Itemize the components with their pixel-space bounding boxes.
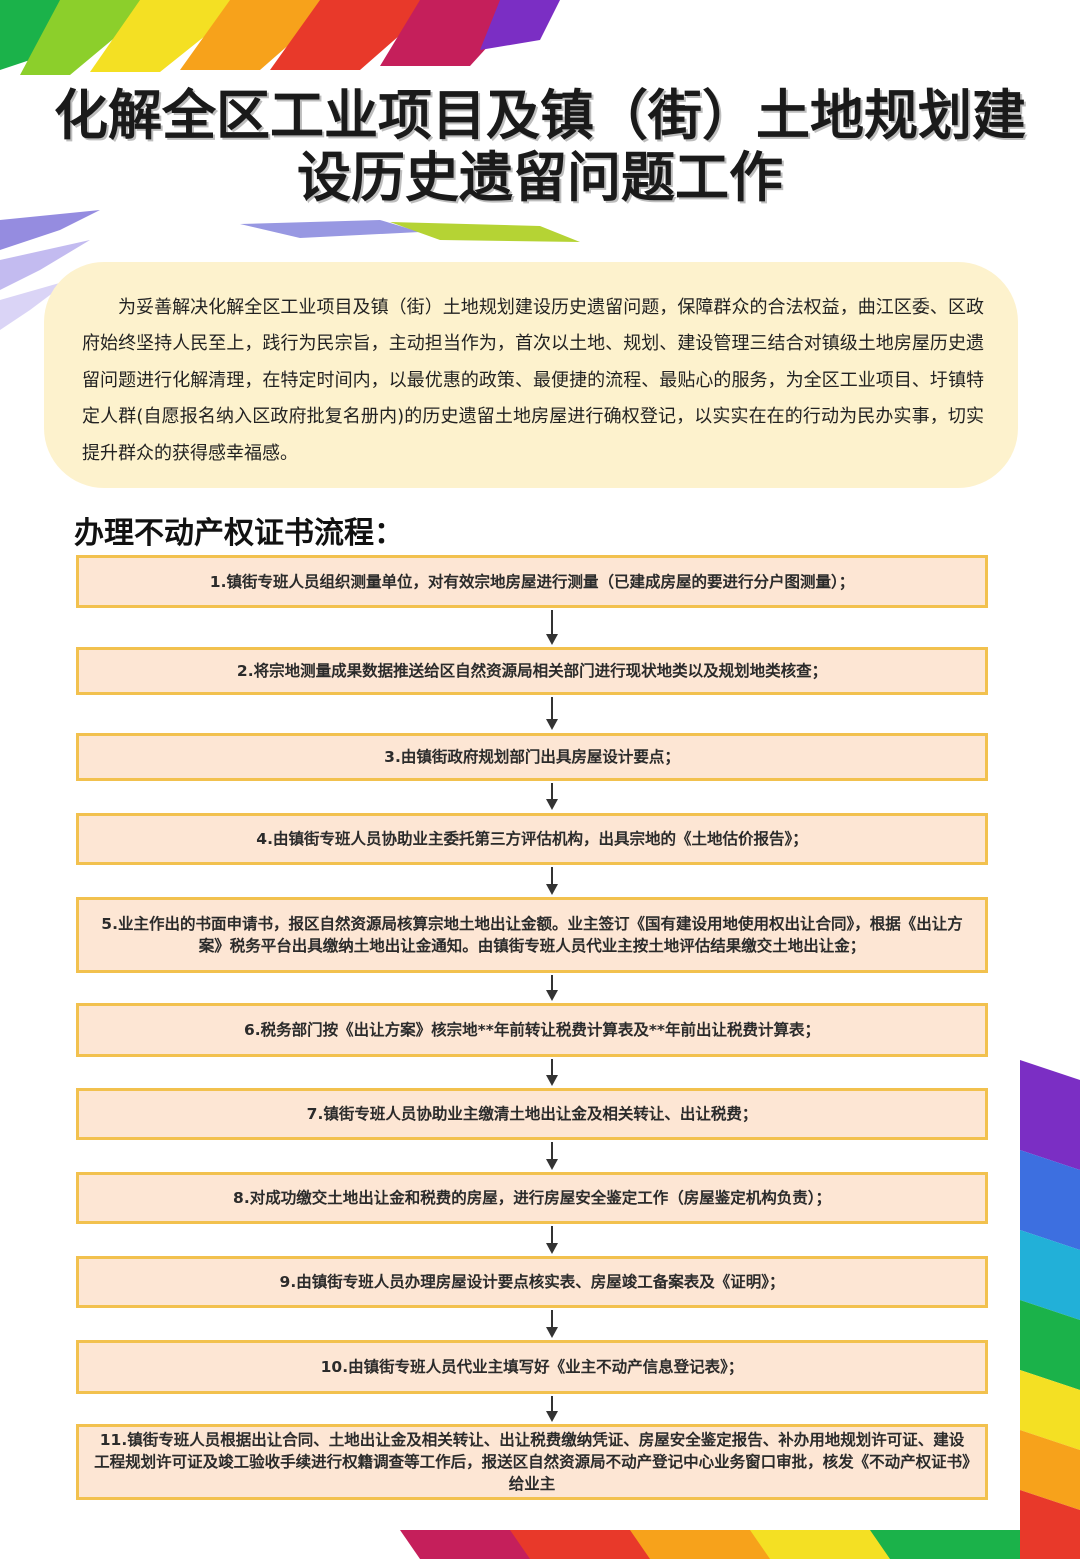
down-arrow-icon bbox=[546, 1396, 558, 1422]
down-arrow-icon bbox=[546, 1059, 558, 1086]
rainbow-brush-bottom bbox=[400, 1530, 1020, 1559]
process-heading: 办理不动产权证书流程： bbox=[74, 516, 404, 551]
process-step-8: 8.对成功缴交土地出让金和税费的房屋，进行房屋安全鉴定工作（房屋鉴定机构负责）； bbox=[76, 1172, 988, 1224]
process-step-3: 3.由镇街政府规划部门出具房屋设计要点； bbox=[76, 733, 988, 781]
down-arrow-icon bbox=[546, 697, 558, 730]
process-step-6: 6.税务部门按《出让方案》核宗地**年前转让税费计算表及**年前出让税费计算表； bbox=[76, 1003, 988, 1057]
down-arrow-icon bbox=[546, 1142, 558, 1170]
down-arrow-icon bbox=[546, 610, 558, 645]
intro-paragraph: 为妥善解决化解全区工业项目及镇（街）土地规划建设历史遗留问题，保障群众的合法权益… bbox=[82, 297, 984, 464]
down-arrow-icon bbox=[546, 783, 558, 810]
rainbow-brush-top-left bbox=[0, 0, 560, 75]
page-title-line-1: 化解全区工业项目及镇（街）土地规划建 bbox=[54, 83, 1026, 147]
process-step-10: 10.由镇街专班人员代业主填写好《业主不动产信息登记表》； bbox=[76, 1340, 988, 1394]
process-step-2: 2.将宗地测量成果数据推送给区自然资源局相关部门进行现状地类以及规划地类核查； bbox=[76, 647, 988, 695]
down-arrow-icon bbox=[546, 1226, 558, 1254]
process-step-1: 1.镇街专班人员组织测量单位，对有效宗地房屋进行测量（已建成房屋的要进行分户图测… bbox=[76, 555, 988, 608]
page-title: 化解全区工业项目及镇（街）土地规划建 设历史遗留问题工作 bbox=[30, 84, 1050, 208]
rainbow-brush-mid bbox=[240, 220, 580, 242]
down-arrow-icon bbox=[546, 1310, 558, 1338]
rainbow-brush-right bbox=[1020, 1060, 1080, 1559]
down-arrow-icon bbox=[546, 867, 558, 895]
process-step-5: 5.业主作出的书面申请书，报区自然资源局核算宗地土地出让金额。业主签订《国有建设… bbox=[76, 897, 988, 973]
process-step-7: 7.镇街专班人员协助业主缴清土地出让金及相关转让、出让税费； bbox=[76, 1088, 988, 1140]
down-arrow-icon bbox=[546, 975, 558, 1001]
page-title-line-2: 设历史遗留问题工作 bbox=[297, 145, 783, 209]
intro-panel: 为妥善解决化解全区工业项目及镇（街）土地规划建设历史遗留问题，保障群众的合法权益… bbox=[44, 262, 1018, 488]
process-step-11: 11.镇街专班人员根据出让合同、土地出让金及相关转让、出让税费缴纳凭证、房屋安全… bbox=[76, 1424, 988, 1500]
process-step-9: 9.由镇街专班人员办理房屋设计要点核实表、房屋竣工备案表及《证明》； bbox=[76, 1256, 988, 1308]
process-step-4: 4.由镇街专班人员协助业主委托第三方评估机构，出具宗地的《土地估价报告》； bbox=[76, 813, 988, 865]
